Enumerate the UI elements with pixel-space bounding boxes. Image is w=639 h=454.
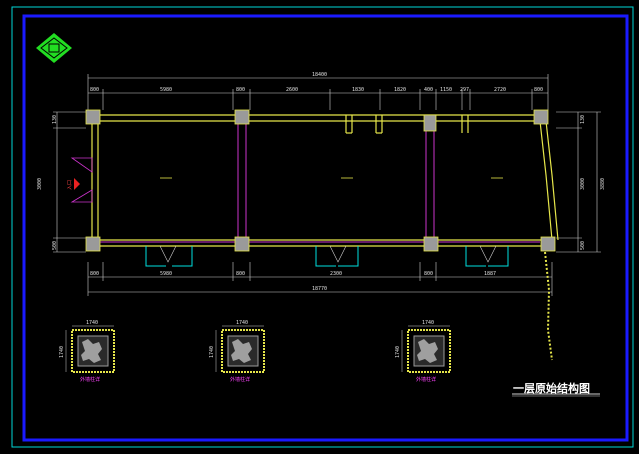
top-segment-dimension: 400 bbox=[424, 87, 434, 93]
side-dimension-lines bbox=[53, 111, 601, 253]
top-segment-dimension: 1830 bbox=[352, 87, 365, 93]
column-detail-label: 外墙柱详 bbox=[230, 377, 251, 383]
drawing-title: 一层原始结构图 bbox=[513, 382, 590, 395]
column-detail bbox=[401, 325, 451, 373]
column-detail bbox=[65, 325, 115, 373]
bottom-dimension-lines bbox=[87, 262, 553, 296]
exterior-walls bbox=[91, 114, 559, 247]
column-detail-width: 1740 bbox=[86, 320, 99, 326]
column-detail-label: 外墙柱详 bbox=[80, 377, 101, 383]
top-segment-dimension: 800 bbox=[236, 87, 246, 93]
top-segment-dimension: 800 bbox=[534, 87, 544, 93]
bottom-segment-dimension: 1887 bbox=[484, 271, 497, 277]
column-details bbox=[65, 325, 451, 373]
top-segment-dimension: 800 bbox=[90, 87, 100, 93]
structural-columns bbox=[85, 109, 556, 252]
entrance-door bbox=[70, 157, 93, 203]
top-dimension-lines bbox=[87, 74, 549, 110]
drawing-frame-inner bbox=[11, 6, 634, 448]
top-overall-dimension: 18400 bbox=[312, 72, 328, 78]
logo-icon bbox=[36, 33, 72, 63]
boundary-line bbox=[544, 251, 553, 361]
bottom-segment-dimension: 5980 bbox=[160, 271, 173, 277]
top-segment-dimension: 1820 bbox=[394, 87, 407, 93]
column-detail bbox=[215, 325, 265, 373]
interior-partitions bbox=[100, 121, 540, 243]
bottom-overall-dimension: 18770 bbox=[312, 286, 328, 292]
top-segment-dimension: 2600 bbox=[286, 87, 299, 93]
top-segment-dimension: 297 bbox=[460, 87, 470, 93]
bottom-segment-dimension: 800 bbox=[424, 271, 434, 277]
bottom-segment-dimension: 800 bbox=[90, 271, 100, 277]
bottom-openings bbox=[145, 245, 509, 267]
drawing-frame-outer bbox=[22, 14, 629, 442]
top-segment-dimension: 2720 bbox=[494, 87, 507, 93]
top-segment-dimension: 1150 bbox=[440, 87, 453, 93]
top-segment-dimension: 5980 bbox=[160, 87, 173, 93]
column-detail-width: 1740 bbox=[422, 320, 435, 326]
column-detail-label: 外墙柱详 bbox=[416, 377, 437, 383]
bottom-segment-dimension: 2300 bbox=[330, 271, 343, 277]
entrance-arrow-icon bbox=[74, 178, 80, 190]
column-detail-width: 1740 bbox=[236, 320, 249, 326]
bottom-segment-dimension: 800 bbox=[236, 271, 246, 277]
